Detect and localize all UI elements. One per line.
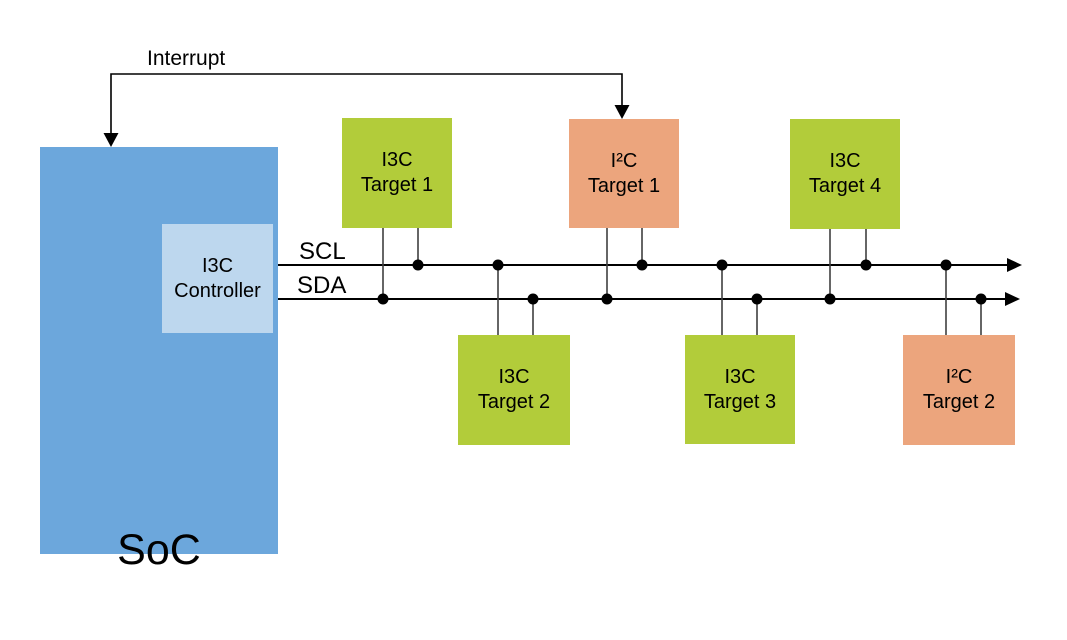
- i2c-target-1-label-line2: Target 1: [587, 174, 661, 197]
- i3c-target-1-label-line1: I3C: [381, 149, 413, 172]
- scl-arrowhead: [1007, 258, 1022, 272]
- i2c-target-1-label-line1: I²C: [610, 149, 638, 172]
- interrupt-line: [103, 73, 630, 147]
- interrupt-arrowhead-soc: [103, 133, 119, 147]
- sda-arrowhead: [1005, 292, 1020, 306]
- i3c-controller-box: I3C Controller: [162, 224, 273, 333]
- i3c-target-3-label-line1: I3C: [724, 365, 756, 388]
- sda-label: SDA: [297, 272, 347, 299]
- i3c-controller-label-line1: I3C: [201, 254, 234, 277]
- i3c-target-3-box: I3C Target 3: [685, 335, 795, 444]
- i3c-target-4-label-line1: I3C: [829, 150, 861, 173]
- i2c-target-1-box: I²C Target 1: [569, 119, 679, 228]
- i3c-controller-label-line2: Controller: [174, 279, 261, 302]
- i2c-target-2-label-line1: I²C: [945, 366, 973, 389]
- scl-bus-line: [278, 258, 1022, 272]
- soc-box: SoC: [40, 147, 278, 574]
- i2c-target-2-box: I²C Target 2: [903, 335, 1015, 445]
- i3c-target-4-label-line2: Target 4: [808, 175, 882, 197]
- interrupt-arrowhead-i2c-target-1: [614, 105, 630, 119]
- i3c-target-2-label-line2: Target 2: [477, 391, 551, 413]
- i3c-target-2-label-line1: I3C: [498, 366, 530, 389]
- i3c-target-1-box: I3C Target 1: [342, 118, 452, 228]
- interrupt-label: Interrupt: [147, 47, 226, 70]
- bus-junction-dots: [377, 259, 987, 305]
- i2c-target-2-label-line2: Target 2: [922, 391, 996, 413]
- target-bus-taps: [382, 228, 982, 335]
- i3c-target-1-label-line2: Target 1: [360, 174, 434, 196]
- i3c-target-2-box: I3C Target 2: [458, 335, 570, 445]
- sda-bus-line: [278, 292, 1020, 306]
- scl-label: SCL: [299, 238, 346, 265]
- soc-label: SoC: [117, 526, 201, 574]
- i3c-target-4-box: I3C Target 4: [790, 119, 900, 229]
- i3c-target-3-label-line2: Target 3: [703, 390, 777, 413]
